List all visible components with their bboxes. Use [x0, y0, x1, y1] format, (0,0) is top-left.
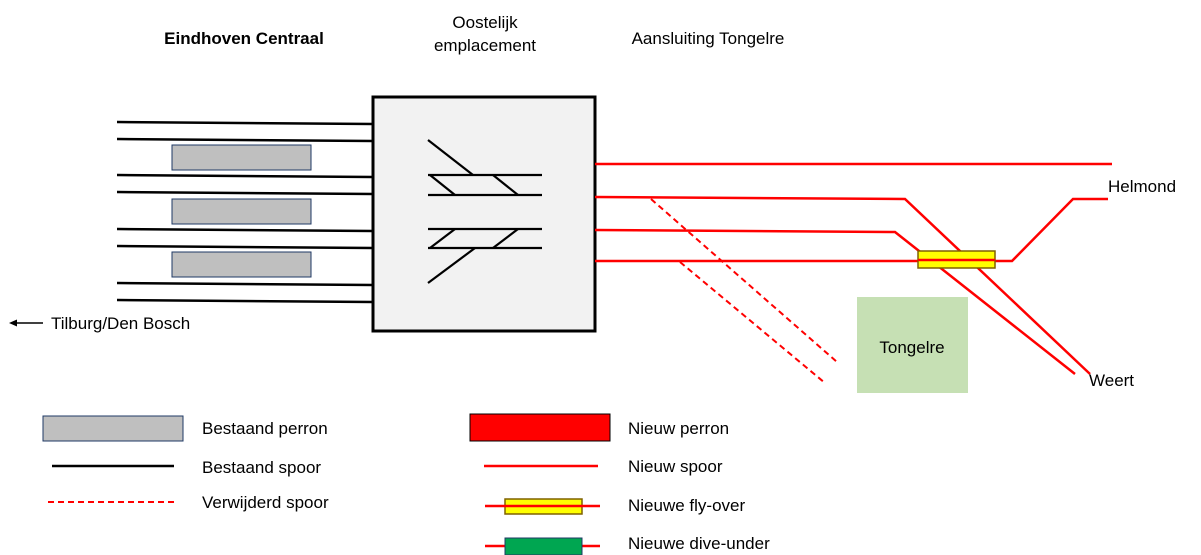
removed-track: [679, 261, 826, 384]
station-title: Eindhoven Centraal: [164, 29, 324, 48]
existing-track: [116, 227, 374, 233]
legend-new-track-label: Nieuw spoor: [628, 457, 723, 476]
existing-track: [116, 120, 374, 126]
tilburg-arrow-icon: [9, 319, 43, 327]
existing-track: [116, 190, 374, 196]
existing-platform: [171, 251, 312, 278]
new-track-flyover: [595, 197, 1108, 263]
existing-track: [116, 244, 374, 250]
legend-diveunder-label: Nieuwe dive-under: [628, 534, 770, 553]
legend: Bestaand perron Bestaand spoor Verwijder…: [42, 413, 770, 555]
existing-track: [116, 137, 374, 143]
legend-removed-track-label: Verwijderd spoor: [202, 493, 329, 512]
emplacement-box: [371, 95, 597, 333]
tongelre-label: Tongelre: [879, 338, 944, 357]
existing-tracks: [116, 120, 374, 304]
junction-label: Aansluiting Tongelre: [632, 29, 785, 48]
existing-platforms: [171, 144, 312, 278]
removed-track: [650, 198, 838, 363]
tilburg-label: Tilburg/Den Bosch: [51, 314, 190, 333]
existing-track: [116, 298, 374, 304]
legend-diveunder-swatch: [485, 537, 600, 555]
existing-track: [116, 281, 374, 287]
legend-flyover-label: Nieuwe fly-over: [628, 496, 745, 515]
new-tracks: [594, 162, 1112, 375]
existing-platform: [171, 198, 312, 225]
new-track-weert-lower: [594, 228, 1076, 375]
removed-tracks: [650, 198, 838, 384]
emplacement-switches: [427, 139, 542, 284]
helmond-label: Helmond: [1108, 177, 1176, 196]
legend-existing-platform-label: Bestaand perron: [202, 419, 328, 438]
legend-existing-track-label: Bestaand spoor: [202, 458, 321, 477]
legend-existing-platform-swatch: [42, 415, 184, 442]
tongelre-area: [857, 297, 968, 393]
legend-new-platform-label: Nieuw perron: [628, 419, 729, 438]
emplacement-label-line2: emplacement: [434, 36, 536, 55]
emplacement-label-line1: Oostelijk: [452, 13, 518, 32]
legend-new-platform-swatch: [469, 413, 611, 442]
weert-label: Weert: [1089, 371, 1134, 390]
flyover-structure: [917, 250, 996, 269]
existing-platform: [171, 144, 312, 171]
new-track-weert-upper: [594, 195, 1091, 375]
existing-track: [116, 173, 374, 179]
legend-flyover-swatch: [485, 498, 600, 515]
